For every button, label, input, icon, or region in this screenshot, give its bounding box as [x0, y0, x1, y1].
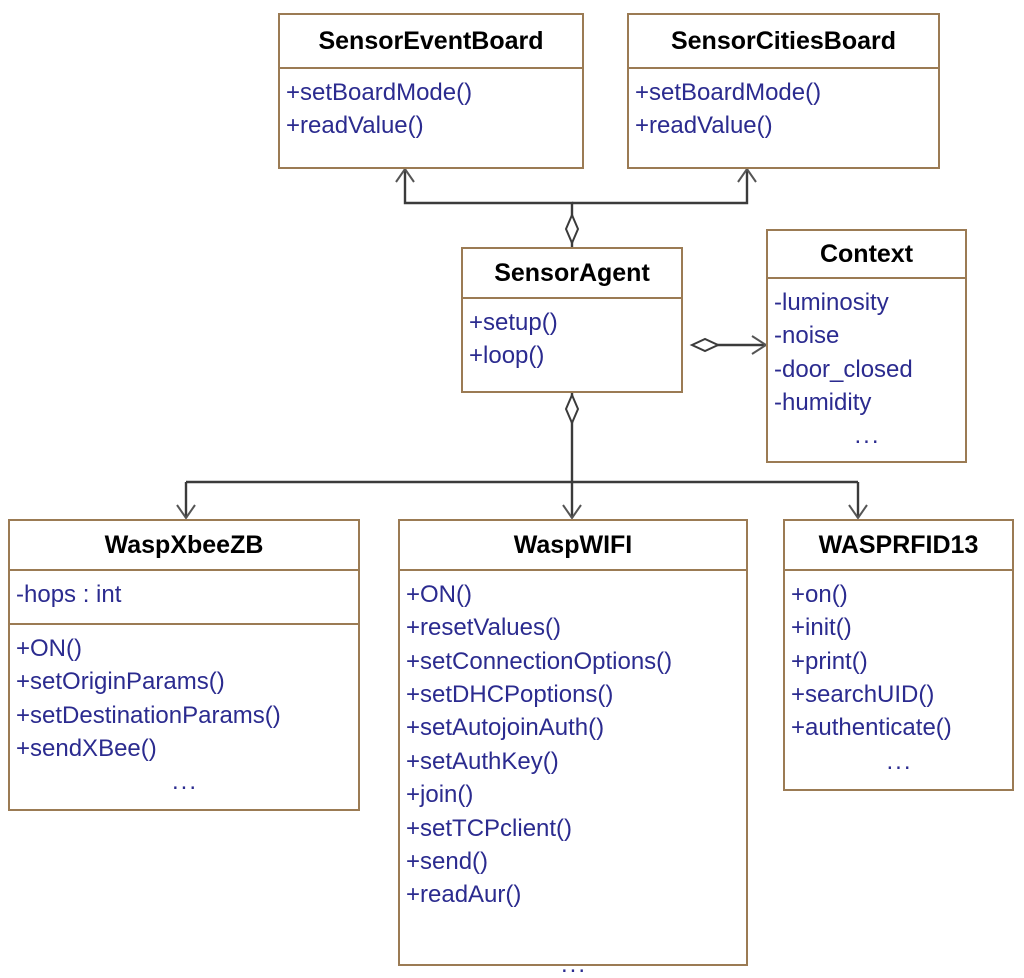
operation-item: +init() [791, 614, 852, 642]
class-operations-sensor-cities-board: +setBoardMode() +readValue() [629, 69, 938, 147]
operation-item: +setBoardMode() [635, 79, 822, 106]
class-title-context: Context [768, 231, 965, 279]
class-title-wasp-rfid13: WASPRFID13 [785, 521, 1012, 571]
operation-item: +setConnectionOptions() [406, 647, 673, 675]
operation-item: +setDestinationParams() [16, 701, 281, 729]
operation-item: +loop() [469, 342, 545, 370]
operation-item: +join() [406, 781, 474, 809]
class-box-wasp-rfid13[interactable]: WASPRFID13 +on() +init() +print() +searc… [783, 519, 1014, 791]
operation-item: +print() [791, 647, 868, 675]
attribute-item: -hops : int [16, 581, 122, 608]
operation-item: +setAuthKey() [406, 747, 559, 775]
operation-item: +authenticate() [791, 714, 952, 742]
operation-item: +setup() [469, 309, 558, 336]
class-attributes-context: -luminosity -noise -door_closed -humidit… [768, 279, 965, 457]
attribute-item: -humidity [774, 389, 872, 417]
ellipsis-indicator: ... [560, 950, 587, 978]
ellipsis-indicator: ... [171, 768, 198, 796]
operation-item: +ON() [406, 581, 472, 608]
operation-item: +sendXBee() [16, 735, 157, 763]
operation-item: +setBoardMode() [286, 79, 473, 106]
class-title-sensor-cities-board: SensorCitiesBoard [629, 15, 938, 69]
attribute-item: -door_closed [774, 355, 913, 383]
operation-item: +resetValues() [406, 614, 561, 642]
edge-agent-to-boards [395, 167, 757, 247]
edge-agent-to-radios [176, 392, 868, 520]
class-operations-sensor-agent: +setup() +loop() [463, 299, 681, 377]
class-operations-sensor-event-board: +setBoardMode() +readValue() [280, 69, 582, 147]
attribute-item: -noise [774, 322, 840, 350]
operation-item: +setTCPclient() [406, 814, 573, 842]
operation-item: +readValue() [286, 112, 424, 140]
edge-agent-to-context [689, 335, 768, 355]
class-box-sensor-agent[interactable]: SensorAgent +setup() +loop() [461, 247, 683, 393]
class-title-wasp-xbee-zb: WaspXbeeZB [10, 521, 358, 571]
operation-item: +on() [791, 581, 848, 608]
attribute-item: -luminosity [774, 289, 889, 316]
operation-item: +readValue() [635, 112, 773, 140]
class-box-context[interactable]: Context -luminosity -noise -door_closed … [766, 229, 967, 463]
operation-item: +setDHCPoptions() [406, 681, 614, 709]
class-box-sensor-cities-board[interactable]: SensorCitiesBoard +setBoardMode() +readV… [627, 13, 940, 169]
operation-item: +send() [406, 847, 489, 875]
operation-item: +ON() [16, 635, 82, 662]
class-title-sensor-agent: SensorAgent [463, 249, 681, 299]
class-box-wasp-xbee-zb[interactable]: WaspXbeeZB -hops : int +ON() +setOriginP… [8, 519, 360, 811]
class-operations-wasp-xbee-zb: +ON() +setOriginParams() +setDestination… [10, 625, 358, 803]
class-title-sensor-event-board: SensorEventBoard [280, 15, 582, 69]
operation-item: +setOriginParams() [16, 668, 225, 696]
ellipsis-indicator: ... [854, 422, 881, 450]
class-box-wasp-wifi[interactable]: WaspWIFI +ON() +resetValues() +setConnec… [398, 519, 748, 978]
ellipsis-indicator: ... [886, 747, 913, 775]
operation-item: +readAur() [406, 881, 522, 909]
class-operations-wasp-rfid13: +on() +init() +print() +searchUID() +aut… [785, 571, 1012, 782]
operation-item: +searchUID() [791, 681, 935, 709]
class-attributes-wasp-xbee-zb: -hops : int [10, 571, 358, 625]
class-operations-wasp-wifi: +ON() +resetValues() +setConnectionOptio… [400, 571, 746, 978]
operation-item: +setAutojoinAuth() [406, 714, 605, 742]
class-title-wasp-wifi: WaspWIFI [400, 521, 746, 571]
class-box-sensor-event-board[interactable]: SensorEventBoard +setBoardMode() +readVa… [278, 13, 584, 169]
